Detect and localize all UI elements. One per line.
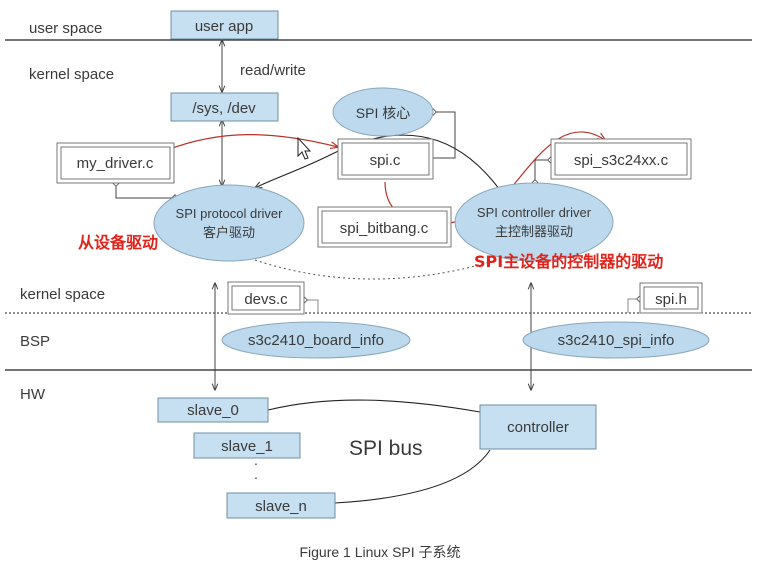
controller-label: controller: [507, 419, 569, 436]
spi-info-node: [522, 321, 710, 359]
spi-h-box: [639, 282, 703, 314]
slave-n-box: [226, 492, 336, 519]
my-driver-box: [56, 142, 175, 184]
slave-ellipsis-top: ·: [254, 455, 259, 471]
sys-dev-label: /sys, /dev: [192, 100, 256, 117]
connector-spi-h-bracket: [627, 295, 644, 313]
spi-c-box-inner: [341, 142, 430, 176]
controller-driver-line2: 主控制器驱动: [495, 224, 573, 239]
my-driver-box-inner: [60, 146, 171, 180]
layer-label-hw: HW: [20, 386, 46, 403]
layer-label-bsp: BSP: [20, 333, 50, 350]
curve-dotted-protocol-controller: [254, 259, 491, 280]
spi-bitbang-box-inner: [321, 210, 448, 244]
controller-box: [479, 404, 597, 450]
layer-label-user-space: user space: [29, 20, 102, 37]
spi-s3c24xx-box-inner: [554, 142, 688, 176]
spi-h-label: spi.h: [655, 291, 687, 308]
controller-driver-line1: SPI controller driver: [477, 205, 592, 220]
slave-driver-annotation: 从设备驱动: [78, 233, 158, 252]
spi-s3c24xx-label: spi_s3c24xx.c: [574, 152, 669, 169]
slave-1-label: slave_1: [221, 438, 273, 455]
spi-s3c24xx-box: [550, 138, 692, 180]
board-info-label: s3c2410_board_info: [248, 332, 384, 349]
connector-spi-core-spi-c: [429, 108, 456, 159]
spi-core-label: SPI 核心: [356, 105, 410, 121]
slave-0-box: [157, 397, 269, 423]
spi-h-box-inner: [643, 286, 699, 310]
layer-label-kernel-space-top: kernel space: [29, 66, 114, 83]
slave-ellipsis-bottom: ·: [254, 469, 259, 485]
spi-bitbang-label: spi_bitbang.c: [340, 220, 429, 237]
spi-protocol-driver-node: [153, 184, 305, 262]
slave-1-box: [193, 432, 301, 459]
spi-bitbang-box: [317, 206, 452, 248]
devs-c-box: [227, 281, 305, 315]
mouse-cursor-icon: [297, 136, 312, 160]
bus-line-slave-n: [334, 449, 491, 504]
protocol-driver-line2: 客户驱动: [203, 225, 255, 240]
devs-c-box-inner: [231, 285, 301, 311]
connector-my-driver-protocol-driver: [112, 179, 179, 202]
spi-core-node: [332, 87, 434, 137]
board-info-node: [221, 321, 411, 359]
user-app-box: [170, 10, 279, 40]
spi-c-label: spi.c: [370, 152, 401, 169]
user-app-label: user app: [195, 18, 253, 35]
spi-info-label: s3c2410_spi_info: [558, 332, 675, 349]
layer-label-kernel-space-bottom: kernel space: [20, 286, 105, 303]
connector-s3c24xx-controller-driver: [531, 156, 555, 187]
sys-dev-box: [170, 92, 279, 122]
slave-0-label: slave_0: [187, 402, 239, 419]
read-write-annotation: read/write: [240, 62, 306, 79]
spi-c-box: [337, 138, 434, 180]
figure-caption: Figure 1 Linux SPI 子系统: [299, 544, 460, 560]
master-driver-annotation: SPI主设备的控制器的驱动: [474, 252, 663, 271]
spi-bus-label: SPI bus: [349, 437, 423, 460]
slave-n-label: slave_n: [255, 498, 307, 515]
spi-controller-driver-node: [454, 182, 614, 262]
devs-c-label: devs.c: [244, 291, 288, 308]
curve-red-my-driver-spi-c: [166, 134, 338, 151]
protocol-driver-line1: SPI protocol driver: [176, 206, 284, 221]
my-driver-label: my_driver.c: [77, 155, 154, 172]
connector-devs-c-bracket: [300, 296, 319, 314]
bus-line-slave-0: [267, 399, 481, 413]
